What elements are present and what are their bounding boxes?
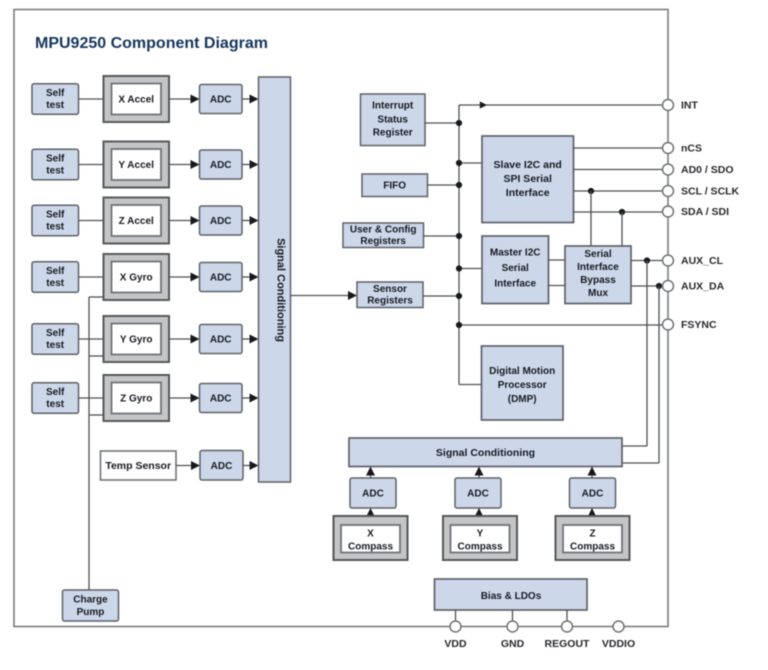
svg-text:Self: Self bbox=[46, 387, 65, 398]
svg-text:Self: Self bbox=[46, 328, 65, 339]
svg-text:Z: Z bbox=[589, 529, 595, 540]
svg-text:Y Gyro: Y Gyro bbox=[120, 335, 153, 346]
svg-text:ADC: ADC bbox=[210, 216, 232, 227]
svg-text:ADC: ADC bbox=[582, 489, 604, 500]
svg-text:AD0 / SDO: AD0 / SDO bbox=[681, 164, 734, 176]
svg-text:ADC: ADC bbox=[211, 461, 233, 472]
svg-text:ADC: ADC bbox=[210, 394, 232, 405]
svg-text:(DMP): (DMP) bbox=[508, 394, 537, 405]
svg-text:MPU9250 Component Diagram: MPU9250 Component Diagram bbox=[35, 35, 268, 52]
svg-text:Serial: Serial bbox=[502, 263, 529, 274]
svg-text:Self: Self bbox=[46, 154, 65, 165]
svg-text:Interface: Interface bbox=[577, 262, 619, 273]
svg-text:Interrupt: Interrupt bbox=[372, 101, 414, 112]
svg-text:Registers: Registers bbox=[360, 236, 406, 247]
svg-text:Z Accel: Z Accel bbox=[119, 216, 154, 227]
svg-text:X: X bbox=[367, 529, 374, 540]
svg-text:test: test bbox=[46, 399, 64, 410]
svg-text:User & Config: User & Config bbox=[350, 225, 417, 236]
svg-text:test: test bbox=[46, 278, 64, 289]
svg-text:ADC: ADC bbox=[210, 95, 232, 106]
svg-text:Interface: Interface bbox=[506, 187, 550, 199]
svg-text:test: test bbox=[46, 340, 64, 351]
svg-text:Processor: Processor bbox=[498, 380, 547, 391]
svg-text:Register: Register bbox=[373, 128, 413, 139]
svg-text:AUX_CL: AUX_CL bbox=[681, 255, 724, 267]
svg-text:Digital Motion: Digital Motion bbox=[489, 366, 555, 377]
svg-text:Temp Sensor: Temp Sensor bbox=[105, 460, 171, 472]
svg-text:nCS: nCS bbox=[681, 143, 702, 155]
svg-text:Bypass: Bypass bbox=[580, 275, 616, 286]
svg-text:FIFO: FIFO bbox=[383, 181, 406, 192]
svg-text:test: test bbox=[46, 166, 64, 177]
svg-text:Pump: Pump bbox=[77, 607, 105, 618]
svg-text:ADC: ADC bbox=[210, 273, 232, 284]
svg-text:Master I2C: Master I2C bbox=[490, 248, 541, 259]
svg-text:ADC: ADC bbox=[467, 489, 489, 500]
svg-text:ADC: ADC bbox=[210, 160, 232, 171]
svg-text:Interface: Interface bbox=[494, 279, 536, 290]
svg-text:test: test bbox=[46, 100, 64, 111]
svg-text:X Accel: X Accel bbox=[118, 95, 154, 106]
svg-text:Compass: Compass bbox=[348, 542, 393, 553]
svg-text:Y Accel: Y Accel bbox=[118, 160, 154, 171]
svg-text:Registers: Registers bbox=[367, 296, 413, 307]
svg-text:Charge: Charge bbox=[73, 595, 108, 606]
svg-text:SCL / SCLK: SCL / SCLK bbox=[681, 186, 740, 198]
svg-text:VDDIO: VDDIO bbox=[602, 638, 635, 650]
svg-text:Compass: Compass bbox=[570, 542, 615, 553]
svg-text:Sensor: Sensor bbox=[373, 284, 407, 295]
svg-text:Serial: Serial bbox=[584, 249, 611, 260]
svg-text:SPI Serial: SPI Serial bbox=[503, 173, 552, 185]
svg-text:Self: Self bbox=[46, 266, 65, 277]
svg-text:AUX_DA: AUX_DA bbox=[681, 281, 725, 293]
svg-text:Self: Self bbox=[46, 210, 65, 221]
svg-text:Z Gyro: Z Gyro bbox=[120, 394, 152, 405]
svg-text:test: test bbox=[46, 222, 64, 233]
svg-text:Y: Y bbox=[477, 529, 484, 540]
svg-text:REGOUT: REGOUT bbox=[545, 638, 591, 650]
svg-text:Bias & LDOs: Bias & LDOs bbox=[481, 591, 542, 602]
svg-text:Compass: Compass bbox=[457, 542, 502, 553]
svg-text:FSYNC: FSYNC bbox=[681, 319, 717, 331]
svg-text:Mux: Mux bbox=[588, 288, 608, 299]
svg-text:Signal Conditioning: Signal Conditioning bbox=[436, 447, 535, 459]
svg-text:Slave I2C and: Slave I2C and bbox=[494, 159, 562, 171]
svg-text:SDA / SDI: SDA / SDI bbox=[681, 206, 729, 218]
svg-text:GND: GND bbox=[501, 638, 525, 650]
svg-text:ADC: ADC bbox=[362, 489, 384, 500]
svg-text:ADC: ADC bbox=[210, 335, 232, 346]
svg-text:Status: Status bbox=[377, 115, 408, 126]
svg-text:X Gyro: X Gyro bbox=[120, 273, 153, 284]
svg-text:VDD: VDD bbox=[444, 638, 467, 650]
svg-text:INT: INT bbox=[681, 100, 699, 112]
svg-text:Self: Self bbox=[46, 88, 65, 99]
svg-text:Signal Conditioning: Signal Conditioning bbox=[275, 238, 287, 342]
